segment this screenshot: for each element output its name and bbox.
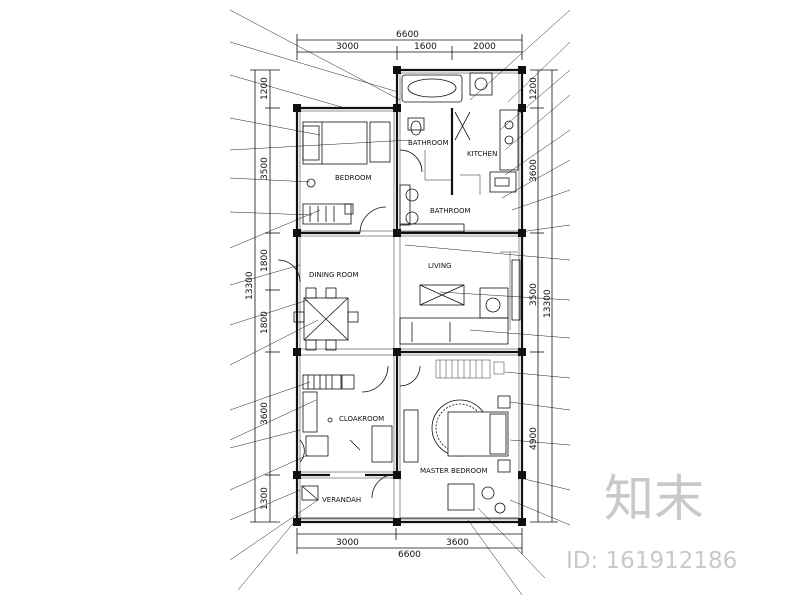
label-master-bedroom: MASTER BEDROOM xyxy=(420,467,488,475)
label-living: LIVING xyxy=(428,262,451,270)
master-wardrobe xyxy=(435,359,505,379)
dim-right-seg-2: 3600 xyxy=(529,159,539,182)
dimension-left: 13300 1200 3500 1800 1800 3600 1300 xyxy=(245,69,280,523)
partition-details xyxy=(299,72,520,520)
dim-right-seg-3: 3500 xyxy=(529,283,539,306)
dim-right-total: 13300 xyxy=(543,289,553,318)
label-bathroom-top: BATHROOM xyxy=(408,139,449,147)
cloakroom-fixtures xyxy=(299,365,393,463)
room-labels: BATHROOM KITCHEN BEDROOM BATHROOM LIVING… xyxy=(309,139,497,504)
bathroom-top-fixtures xyxy=(399,72,493,173)
bathroom-bottom-fixtures xyxy=(399,184,465,233)
dim-left-seg-3: 1800 xyxy=(260,249,270,272)
living-fixtures xyxy=(399,259,521,345)
watermark-logo: 知末 xyxy=(604,470,704,528)
structural-columns xyxy=(293,66,526,526)
bedroom-fixtures xyxy=(302,121,391,234)
label-verandah: VERANDAH xyxy=(322,496,361,504)
label-kitchen: KITCHEN xyxy=(467,150,497,158)
dim-bottom-seg-1: 3000 xyxy=(336,538,359,548)
dim-top-seg-1: 3000 xyxy=(336,42,359,52)
leader-lines-left xyxy=(229,9,411,591)
label-bedroom: BEDROOM xyxy=(335,174,372,182)
dim-top-seg-2: 1600 xyxy=(414,42,437,52)
dim-top-total: 6600 xyxy=(396,30,419,40)
dim-right-seg-1: 1200 xyxy=(529,77,539,100)
master-bedroom-fixtures xyxy=(399,365,511,514)
label-cloakroom: CLOAKROOM xyxy=(339,415,384,423)
dining-fixtures xyxy=(277,259,359,351)
watermark-id: ID: 161912186 xyxy=(566,548,737,574)
dim-top-seg-3: 2000 xyxy=(473,42,496,52)
dim-bottom-seg-2: 3600 xyxy=(446,538,469,548)
dim-left-seg-4: 1800 xyxy=(260,311,270,334)
dimension-top: 6600 3000 1600 2000 xyxy=(296,30,523,60)
dimension-bottom: 3000 3600 6600 xyxy=(296,528,523,560)
dim-left-seg-2: 3500 xyxy=(260,157,270,180)
verandah-fixtures xyxy=(300,473,518,519)
dim-left-seg-1: 1200 xyxy=(260,77,270,100)
dim-bottom-total: 6600 xyxy=(398,550,421,560)
dim-right-seg-4: 4900 xyxy=(529,427,539,450)
watermark: 知末 ID: 161912186 xyxy=(566,470,737,574)
dim-left-total: 13300 xyxy=(245,271,255,300)
label-dining-room: DINING ROOM xyxy=(309,271,359,279)
label-bathroom-bottom: BATHROOM xyxy=(430,207,471,215)
dim-left-seg-5: 3600 xyxy=(260,402,270,425)
kitchen-fixtures xyxy=(454,109,519,193)
dimension-right: 1200 3600 3500 4900 13300 xyxy=(529,69,558,523)
dim-left-seg-6: 1300 xyxy=(260,487,270,510)
